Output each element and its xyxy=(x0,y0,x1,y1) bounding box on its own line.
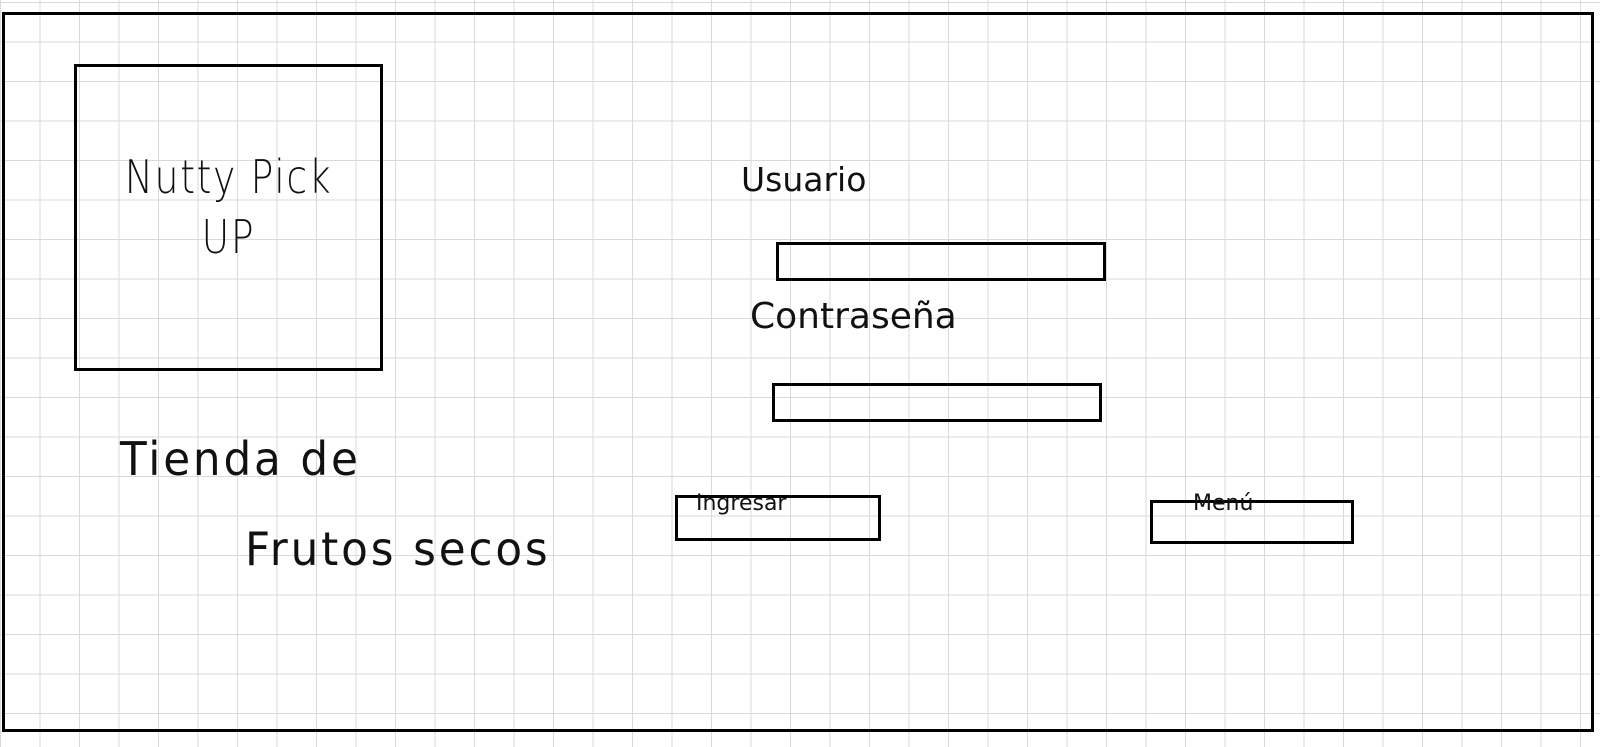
logo: Nutty Pick UP xyxy=(74,64,383,371)
password-input[interactable] xyxy=(772,383,1102,422)
login-button-label: Ingresar xyxy=(696,491,787,516)
logo-title-line2: UP xyxy=(201,210,256,264)
username-label: Usuario xyxy=(741,160,867,199)
menu-button-label: Menú xyxy=(1193,491,1254,516)
tagline-line2: Frutos secos xyxy=(245,522,551,576)
tagline-line1: Tienda de xyxy=(120,432,361,486)
login-button[interactable]: Ingresar xyxy=(675,491,881,541)
menu-button[interactable]: Menú xyxy=(1150,493,1354,544)
window-frame xyxy=(2,12,1594,732)
logo-text: Nutty Pick UP xyxy=(104,147,352,267)
password-label: Contraseña xyxy=(750,296,957,337)
username-input[interactable] xyxy=(776,242,1106,281)
logo-title-line1: Nutty Pick xyxy=(124,150,333,204)
